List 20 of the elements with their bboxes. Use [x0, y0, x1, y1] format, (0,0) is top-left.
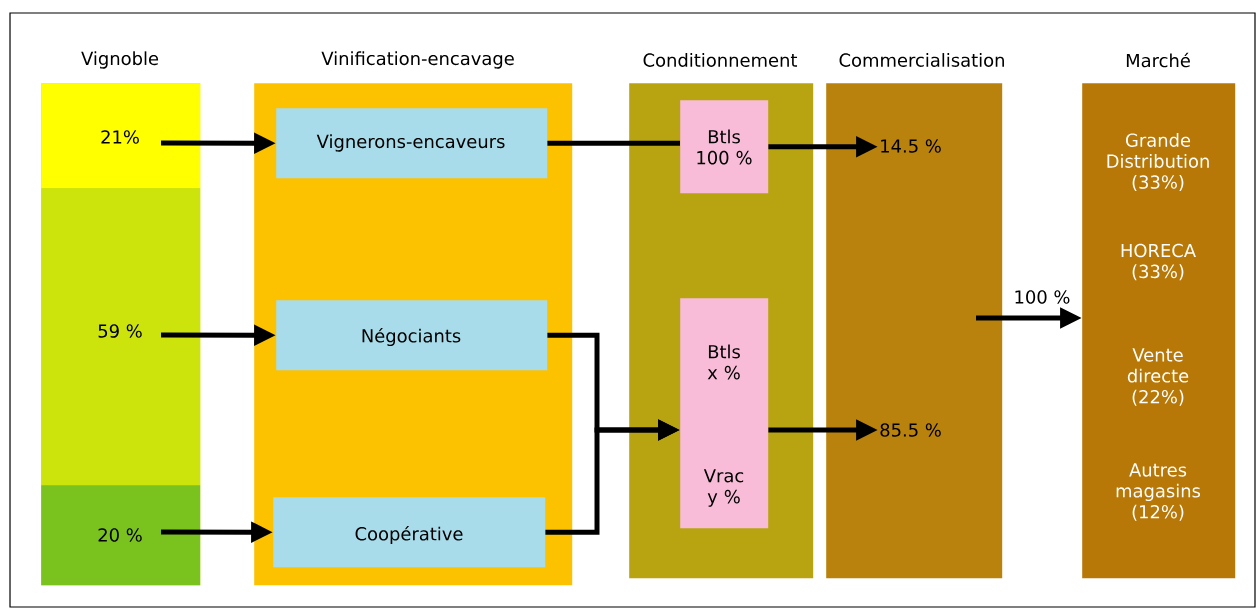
market-segment-text: Autres magasins (12%): [1116, 463, 1201, 521]
column-heading: Conditionnement: [643, 53, 798, 67]
actor-box: Négociants: [276, 300, 548, 371]
percentage-text: 14.5 %: [881, 139, 941, 153]
percentage-text: 85.5 %: [880, 423, 941, 437]
packaging-box: Btls 100 %: [680, 100, 769, 194]
vineyard-band: 20 %: [41, 485, 201, 586]
column-heading: Commercialisation: [839, 53, 1004, 67]
market-segment-text: Vente directe (22%): [1127, 348, 1189, 406]
column-heading: Vinification-encavage: [321, 51, 514, 69]
vineyard-band: 59 %: [41, 188, 201, 486]
column-heading: Marché: [1126, 52, 1190, 68]
packaging-box: Btls x % Vrac y %: [680, 298, 769, 529]
column-heading: Vignoble: [81, 51, 159, 69]
actor-box: Vignerons-encaveurs: [276, 108, 548, 179]
vineyard-band: 21%: [41, 83, 201, 189]
edge-label: 100 %: [1015, 290, 1070, 304]
actor-box: Coopérative: [273, 497, 546, 568]
market-segment-text: HORECA (33%): [1121, 243, 1196, 281]
market-segment-text: Grande Distribution (33%): [1107, 133, 1209, 191]
